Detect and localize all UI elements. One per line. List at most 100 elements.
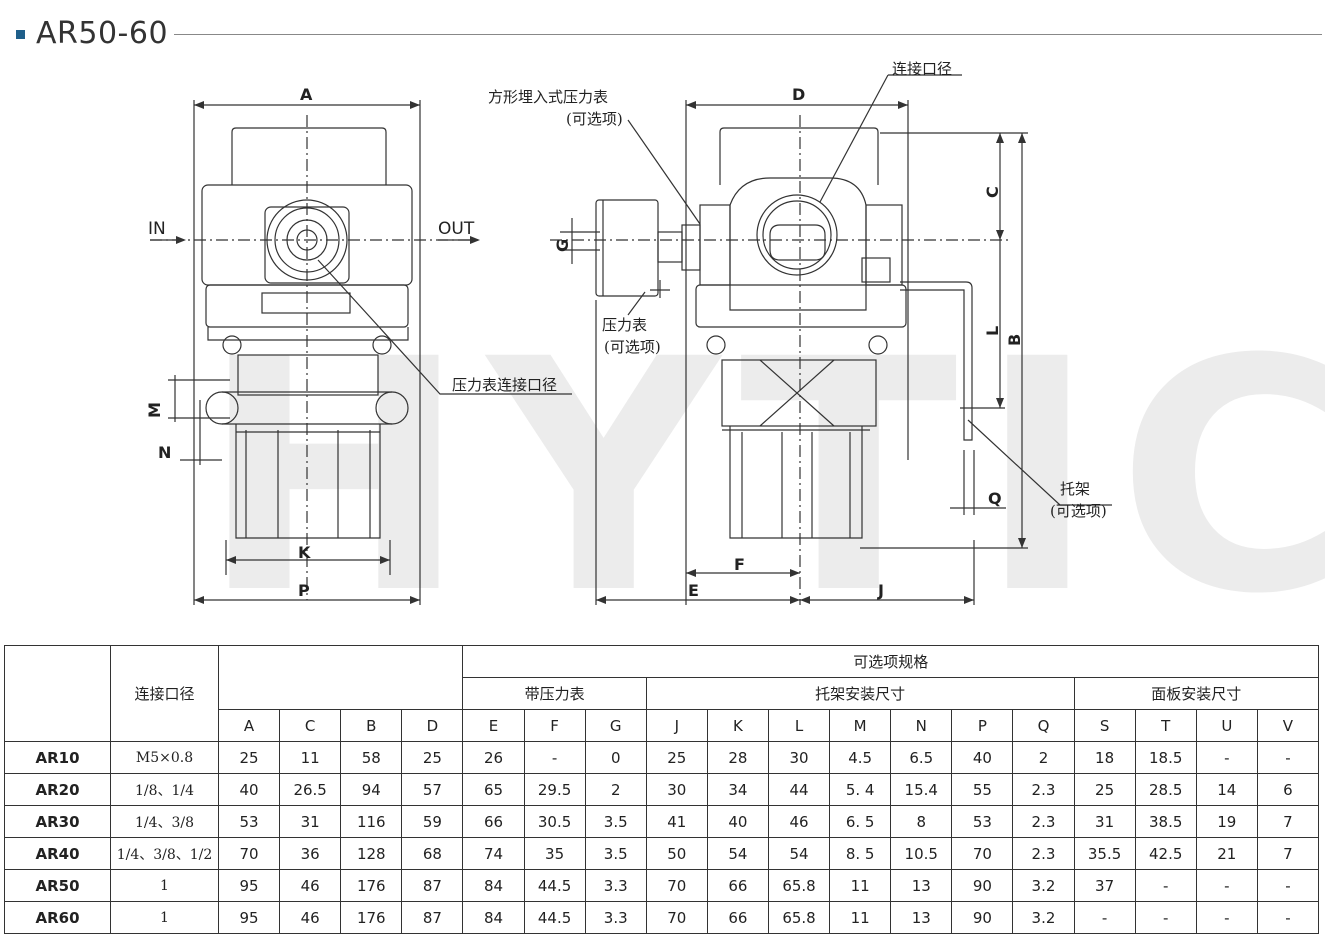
- value-cell: 70: [951, 837, 1014, 870]
- value-cell: -: [523, 741, 586, 774]
- value-cell: 74: [462, 837, 525, 870]
- value-cell: 68: [401, 837, 464, 870]
- dim-j: J: [877, 581, 884, 600]
- dim-q: Q: [988, 489, 1002, 508]
- column-header-n: N: [890, 709, 953, 742]
- dim-f: F: [734, 555, 745, 574]
- value-cell: 2.3: [1012, 805, 1075, 838]
- value-cell: 65: [462, 773, 525, 806]
- model-cell: AR60: [4, 901, 111, 934]
- value-cell: 46: [767, 805, 831, 838]
- value-cell: 2: [1012, 741, 1075, 774]
- value-cell: 37: [1073, 869, 1136, 902]
- connection-cell: 1/4、3/8: [110, 805, 219, 838]
- column-header-a: A: [217, 709, 281, 742]
- dim-l: L: [983, 326, 1002, 336]
- column-header-q: Q: [1012, 709, 1075, 742]
- value-cell: 4.5: [829, 741, 892, 774]
- value-cell: 46: [279, 901, 342, 934]
- value-cell: 13: [890, 901, 953, 934]
- connection-cell: 1/8、1/4: [110, 773, 219, 806]
- value-cell: 25: [217, 741, 281, 774]
- value-cell: 3.3: [584, 901, 647, 934]
- value-cell: 29.5: [523, 773, 586, 806]
- value-cell: 31: [1073, 805, 1136, 838]
- value-cell: 55: [951, 773, 1014, 806]
- value-cell: 25: [645, 741, 708, 774]
- value-cell: -: [1256, 741, 1320, 774]
- model-cell: AR30: [4, 805, 111, 838]
- value-cell: 58: [340, 741, 403, 774]
- header-options: 可选项规格: [462, 645, 1319, 678]
- dim-n: N: [158, 443, 171, 462]
- page-title: AR50-60: [36, 16, 169, 51]
- value-cell: 46: [279, 869, 342, 902]
- model-cell: AR50: [4, 869, 111, 902]
- column-header-l: L: [767, 709, 831, 742]
- header-marker-icon: [16, 30, 25, 39]
- value-cell: 8: [890, 805, 953, 838]
- callout-gauge-opt: (可选项): [604, 338, 661, 356]
- value-cell: 50: [645, 837, 708, 870]
- value-cell: 14: [1195, 773, 1258, 806]
- value-cell: 66: [462, 805, 525, 838]
- value-cell: 84: [462, 901, 525, 934]
- value-cell: 7: [1256, 805, 1320, 838]
- value-cell: 2: [584, 773, 647, 806]
- model-cell: AR20: [4, 773, 111, 806]
- value-cell: 95: [217, 869, 281, 902]
- dim-a-left: A: [300, 85, 313, 104]
- value-cell: 84: [462, 869, 525, 902]
- value-cell: 66: [706, 901, 769, 934]
- value-cell: 95: [217, 901, 281, 934]
- value-cell: 116: [340, 805, 403, 838]
- callout-embedded-gauge: 方形埋入式压力表: [488, 88, 608, 106]
- column-header-c: C: [279, 709, 342, 742]
- dim-k: K: [298, 543, 311, 562]
- value-cell: 3.5: [584, 837, 647, 870]
- header-rule: [174, 34, 1322, 35]
- header-group-bracket: 托架安装尺寸: [645, 677, 1075, 710]
- value-cell: -: [1134, 901, 1197, 934]
- value-cell: 6: [1256, 773, 1320, 806]
- value-cell: 3.3: [584, 869, 647, 902]
- table-corner: [4, 645, 111, 742]
- section-header: AR50-60: [14, 14, 1322, 58]
- value-cell: 18: [1073, 741, 1136, 774]
- value-cell: 5. 4: [829, 773, 892, 806]
- value-cell: 3.2: [1012, 901, 1075, 934]
- dim-e: E: [688, 581, 699, 600]
- value-cell: 70: [645, 901, 708, 934]
- value-cell: -: [1256, 901, 1320, 934]
- value-cell: 35.5: [1073, 837, 1136, 870]
- callout-embedded-gauge-opt: (可选项): [566, 110, 623, 128]
- value-cell: 11: [829, 901, 892, 934]
- value-cell: 65.8: [767, 901, 831, 934]
- value-cell: 28: [706, 741, 769, 774]
- header-blank: [217, 645, 464, 710]
- header-group-panel: 面板安装尺寸: [1073, 677, 1320, 710]
- port-in-label: IN: [148, 219, 166, 239]
- value-cell: 41: [645, 805, 708, 838]
- value-cell: 25: [401, 741, 464, 774]
- value-cell: 59: [401, 805, 464, 838]
- value-cell: 94: [340, 773, 403, 806]
- connection-cell: 1/4、3/8、1/2: [110, 837, 219, 870]
- value-cell: 11: [279, 741, 342, 774]
- technical-drawing: HYTIC: [0, 60, 1325, 664]
- value-cell: 54: [767, 837, 831, 870]
- callout-gauge: 压力表: [602, 316, 647, 334]
- value-cell: 3.2: [1012, 869, 1075, 902]
- dim-b: B: [1005, 334, 1024, 346]
- value-cell: -: [1195, 901, 1258, 934]
- callout-bracket-opt: (可选项): [1050, 502, 1107, 520]
- drawing-svg: HYTIC: [145, 60, 1325, 664]
- value-cell: 40: [706, 805, 769, 838]
- value-cell: 87: [401, 869, 464, 902]
- callout-bracket: 托架: [1060, 480, 1090, 498]
- value-cell: -: [1134, 869, 1197, 902]
- value-cell: 40: [951, 741, 1014, 774]
